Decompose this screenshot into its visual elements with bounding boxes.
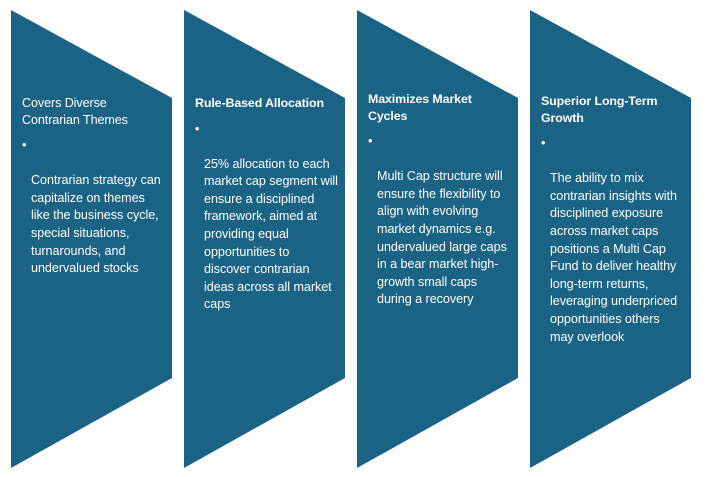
bullet-dot-icon: •	[541, 136, 546, 150]
chevron-panel-2[interactable]: Rule-Based Allocation • 25% allocation t…	[184, 0, 346, 477]
chevron-shape-icon	[357, 10, 518, 468]
chevron-panel-3-bullet: • Multi Cap structure will ensure the fl…	[368, 133, 511, 309]
bullet-dot-icon: •	[368, 134, 373, 148]
chevron-panel-4-content: Superior Long-Term Growth • The ability …	[541, 93, 684, 346]
chevron-panel-4-bullet-text: The ability to mix contrarian insights w…	[550, 171, 678, 344]
chevron-panel-1[interactable]: Covers Diverse Contrarian Themes • Contr…	[11, 0, 173, 477]
chevron-shape-icon	[11, 10, 172, 468]
chevron-shape-icon	[530, 10, 691, 468]
chevron-shape-icon	[184, 10, 345, 468]
chevron-panel-2-title: Rule-Based Allocation	[195, 96, 324, 110]
chevron-panel-2-bullet: • 25% allocation to each market cap segm…	[195, 121, 338, 315]
chevron-panel-3[interactable]: Maximizes Market Cycles • Multi Cap stru…	[357, 0, 519, 477]
bullet-dot-icon: •	[195, 121, 200, 136]
chevron-panel-3-content: Maximizes Market Cycles • Multi Cap stru…	[368, 91, 511, 309]
chevron-panel-3-title: Maximizes Market Cycles	[368, 92, 472, 123]
bullet-dot-icon: •	[22, 138, 27, 152]
chevron-panel-4-title: Superior Long-Term Growth	[541, 94, 658, 125]
chevron-panel-2-content: Rule-Based Allocation • 25% allocation t…	[195, 95, 338, 314]
chevron-panel-1-title: Covers Diverse Contrarian Themes	[22, 96, 128, 127]
chevron-panel-1-bullet: • Contrarian strategy can capitalize on …	[22, 137, 165, 278]
chevron-panel-4[interactable]: Superior Long-Term Growth • The ability …	[530, 0, 692, 477]
chevron-panel-3-bullet-text: Multi Cap structure will ensure the flex…	[377, 169, 507, 307]
chevron-panel-1-content: Covers Diverse Contrarian Themes • Contr…	[22, 95, 165, 278]
chevron-panel-1-bullet-text: Contrarian strategy can capitalize on th…	[31, 173, 161, 276]
chevron-panel-2-bullet-text: 25% allocation to each market cap segmen…	[204, 156, 338, 312]
chevron-panel-4-bullet: • The ability to mix contrarian insights…	[541, 135, 684, 346]
